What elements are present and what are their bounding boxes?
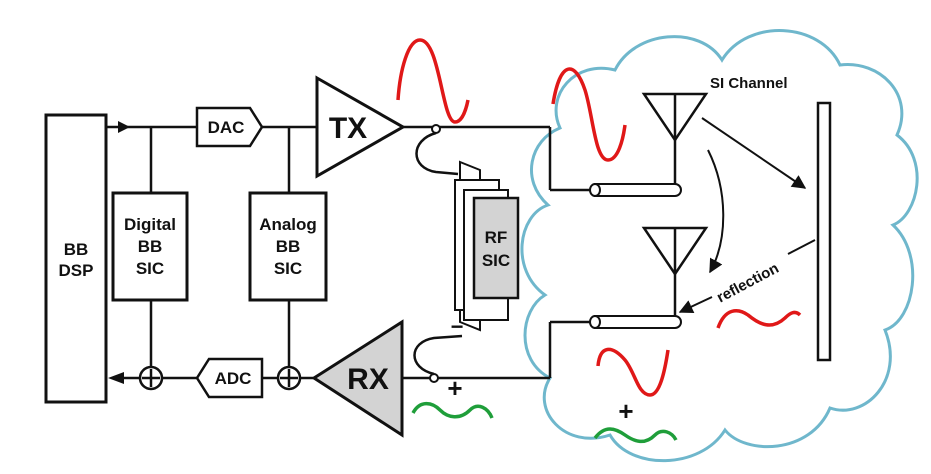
minus-sign: − — [451, 314, 464, 339]
dac-label: DAC — [208, 118, 245, 137]
rf-sic-stack — [454, 160, 520, 332]
reflection-label: reflection — [714, 260, 782, 307]
tx-amplifier — [315, 75, 407, 179]
adc-block — [195, 357, 264, 399]
rf-sic-line1: RF — [485, 228, 508, 247]
rf-sic-block — [472, 196, 520, 300]
si-channel-title: SI Channel — [710, 75, 788, 92]
analog-sic-line3: SIC — [274, 259, 302, 278]
rx-antenna-icon — [641, 226, 709, 277]
analog-sic-block — [248, 191, 328, 302]
reflection-signal-wave-red — [716, 309, 802, 329]
tx-coax-feed — [589, 130, 682, 197]
tx-signal-wave-red — [396, 38, 470, 124]
tx-antenna-signal-wave-red — [551, 67, 627, 162]
rx-arrow-into-dsp — [108, 372, 124, 384]
digital-sic-line2: BB — [138, 237, 163, 256]
reflection-arrow — [678, 296, 713, 313]
bb-dsp-label-line2: DSP — [59, 261, 94, 280]
digital-summing-junction — [138, 365, 164, 391]
analog-sic-line2: BB — [276, 237, 301, 256]
si-channel-cloud — [520, 29, 919, 463]
rx-label: RX — [347, 363, 389, 396]
digital-sic-line1: Digital — [124, 215, 176, 234]
channel-cancel-wave-green — [593, 427, 678, 444]
dac-block — [195, 106, 264, 148]
reflector-plate — [816, 101, 832, 362]
plus-sign-rx: + — [447, 373, 462, 403]
rf-sic-line2: SIC — [482, 251, 510, 270]
tx-label: TX — [329, 112, 367, 145]
tx-arrow-into-wire — [118, 121, 130, 133]
rx-coupler — [413, 334, 463, 383]
adc-label: ADC — [215, 369, 252, 388]
analog-sic-line1: Analog — [259, 215, 317, 234]
tx-antenna-icon — [641, 92, 709, 143]
tx-coupler — [415, 124, 459, 176]
tx-to-reflector-arrow — [701, 117, 807, 189]
rx-coax-feed — [589, 262, 682, 329]
rx-cancel-wave-green — [411, 401, 494, 419]
digital-sic-line3: SIC — [136, 259, 164, 278]
reflection-arrow-segment — [787, 239, 816, 255]
plus-sign-channel: + — [618, 396, 633, 426]
direct-coupling-arrow — [707, 149, 725, 274]
bb-dsp-label-line1: BB — [64, 240, 89, 259]
rx-antenna-signal-wave-red — [596, 347, 670, 397]
bb-dsp-block — [44, 113, 108, 404]
analog-summing-junction — [276, 365, 302, 391]
